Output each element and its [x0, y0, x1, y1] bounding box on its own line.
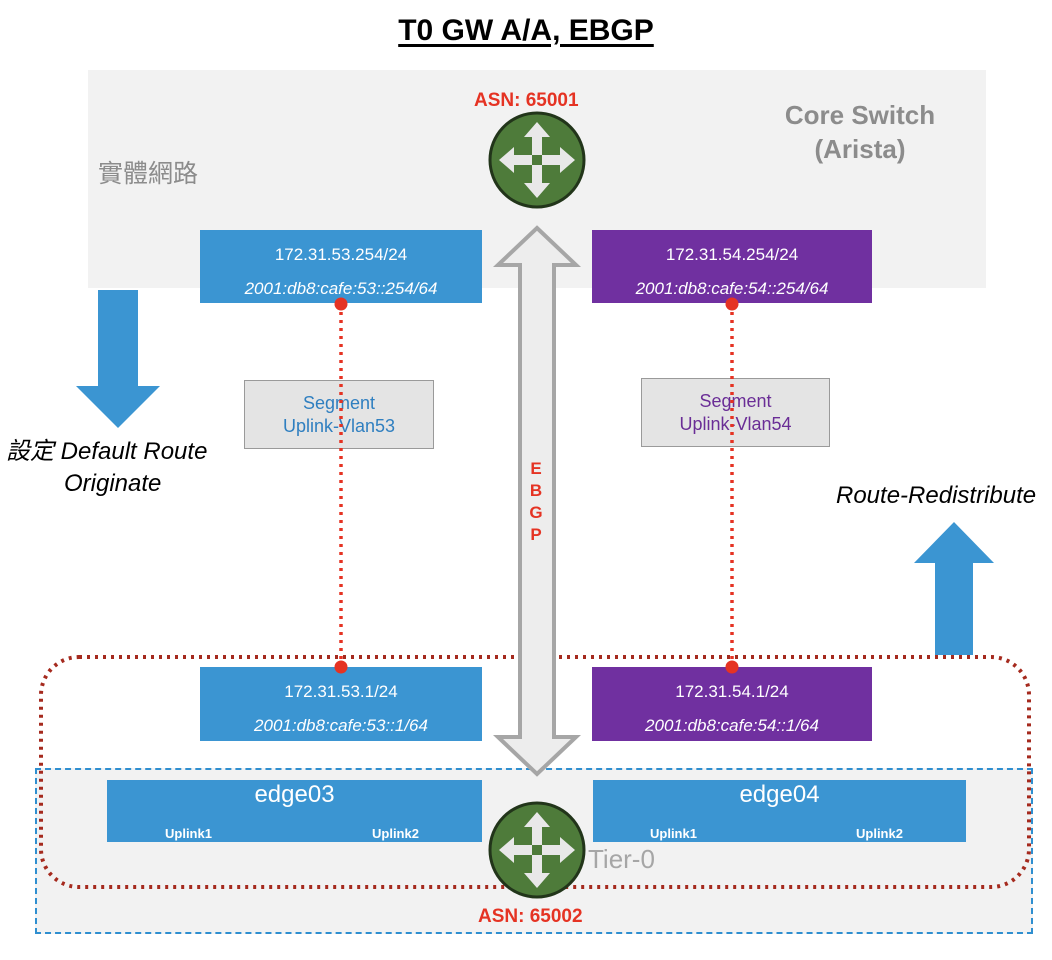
router-tier0-icon: [488, 801, 586, 899]
edge04-uplink1-label: Uplink1: [650, 826, 697, 841]
core-vlan53-interface: 172.31.53.254/24 2001:db8:cafe:53::254/6…: [200, 230, 482, 303]
core-vlan54-interface: 172.31.54.254/24 2001:db8:cafe:54::254/6…: [592, 230, 872, 303]
asn-top-label: ASN: 65001: [474, 90, 579, 111]
down-arrow-icon: [76, 290, 160, 428]
diagram-title: T0 GW A/A, EBGP: [398, 14, 654, 47]
edge04-uplink2-label: Uplink2: [856, 826, 903, 841]
up-arrow-icon: [914, 522, 994, 655]
vlan53-bottom-endpoint: [334, 660, 348, 674]
edge04-node: edge04 Uplink1 Uplink2: [593, 780, 966, 842]
t0-vlan53-interface: 172.31.53.1/24 2001:db8:cafe:53::1/64: [200, 667, 482, 741]
edge03-uplink2-label: Uplink2: [372, 826, 419, 841]
default-route-originate-label: 設定 Default Route Originate: [6, 438, 208, 497]
segment-uplink-vlan54: Segment Uplink-Vlan54: [641, 378, 830, 447]
ebgp-double-arrow-icon: [492, 225, 582, 777]
ebgp-label: E B G P: [529, 459, 543, 544]
vlan54-top-endpoint: [725, 297, 739, 311]
tier0-label: Tier-0: [588, 844, 655, 874]
vlan53-top-endpoint: [334, 297, 348, 311]
router-top-icon: [488, 111, 586, 209]
segment-uplink-vlan53: Segment Uplink-Vlan53: [244, 380, 434, 449]
route-redistribute-label: Route-Redistribute: [836, 482, 1037, 509]
vlan54-bottom-endpoint: [725, 660, 739, 674]
physical-network-label: 實體網路: [98, 159, 199, 188]
asn-bottom-label: ASN: 65002: [478, 906, 583, 927]
t0-vlan54-interface: 172.31.54.1/24 2001:db8:cafe:54::1/64: [592, 667, 872, 741]
edge03-uplink1-label: Uplink1: [165, 826, 212, 841]
core-switch-label: Core Switch (Arista): [784, 100, 936, 164]
edge03-node: edge03 Uplink1 Uplink2: [107, 780, 482, 842]
